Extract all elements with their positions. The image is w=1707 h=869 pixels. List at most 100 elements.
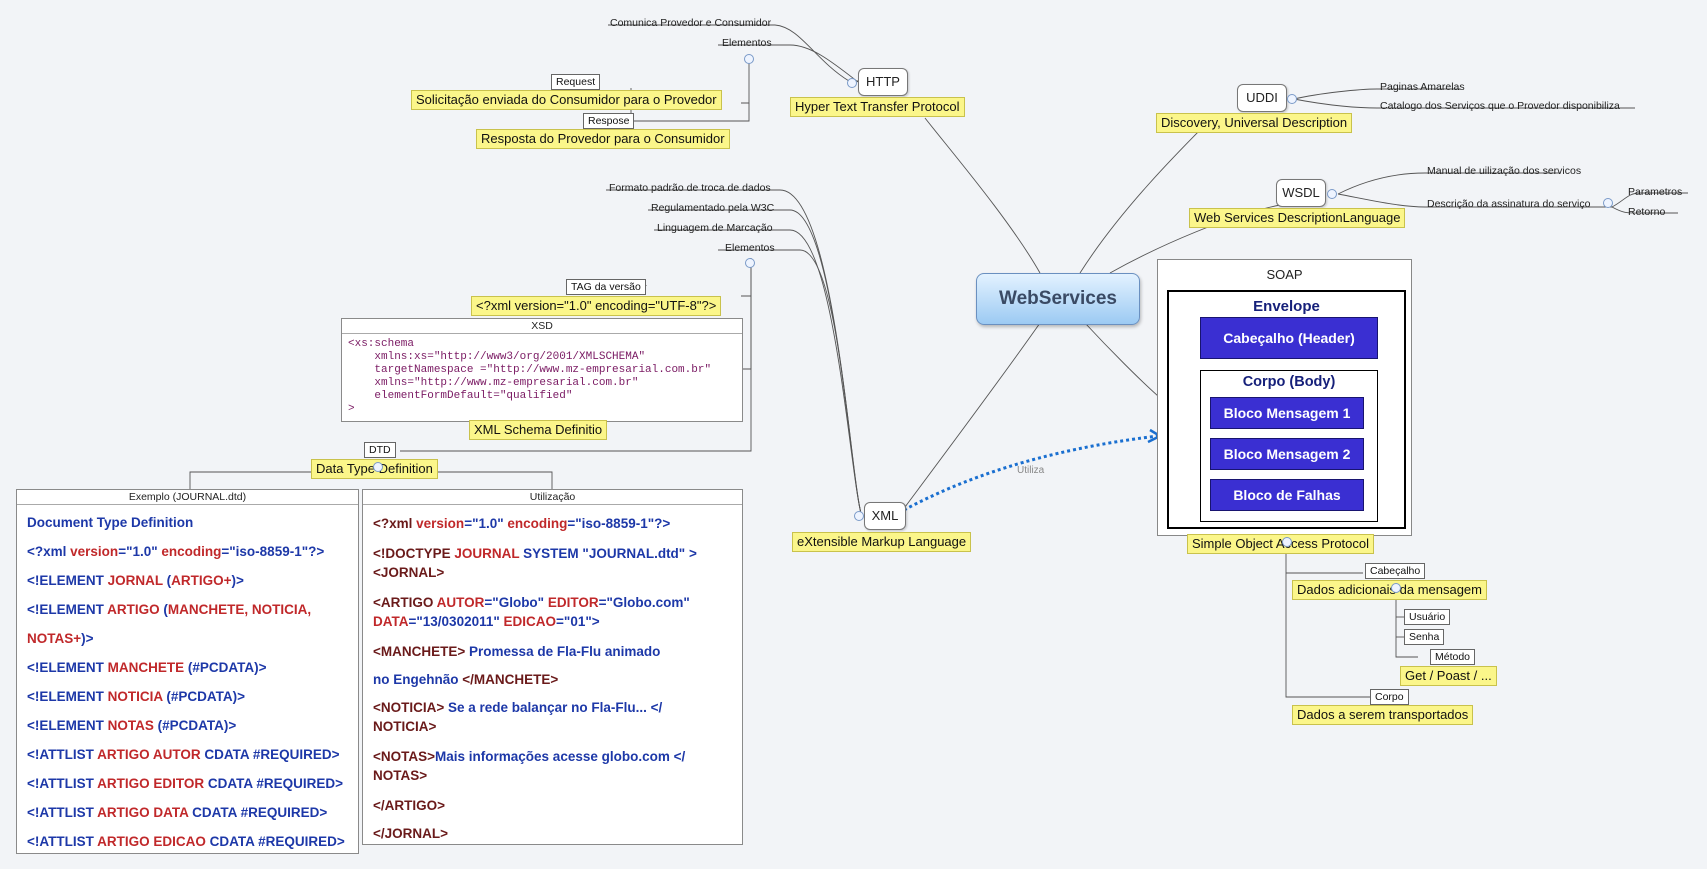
code-token: ="13/0302011" (408, 614, 504, 629)
xml-item-formato: Formato padrão de troca de dados (609, 182, 771, 194)
xsd-code-line: targetNamespace ="http://www.mz-empresar… (348, 364, 712, 376)
dtd-usage-panel: Utilização <?xml version="1.0" encoding=… (362, 489, 743, 845)
code-token: MANCHETE, NOTICIA, (167, 602, 312, 617)
code-token: </MANCHETE> (462, 672, 559, 687)
root-node-webservices[interactable]: WebServices (976, 273, 1140, 325)
code-token: ="iso-8859-1"?> (221, 544, 325, 559)
code-token: <!ATTLIST (27, 747, 98, 762)
code-token: CDATA #REQUIRED> (209, 834, 345, 849)
collapse-icon[interactable] (744, 54, 754, 64)
xsd-title: XSD (342, 319, 742, 334)
xml-item-elementos: Elementos (725, 242, 775, 254)
collapse-icon[interactable] (745, 258, 755, 268)
tag-request: Request (551, 74, 601, 90)
code-line: <!ELEMENT ARTIGO (MANCHETE, NOTICIA, (27, 601, 311, 619)
code-token: ="1.0" (118, 544, 162, 559)
code-token: NOTAS+ (27, 631, 82, 646)
label-request: Solicitação enviada do Consumidor para o… (411, 90, 722, 110)
code-token: )> (231, 573, 244, 588)
dtd-example-title: Exemplo (JOURNAL.dtd) (17, 490, 358, 505)
uddi-item-catalogo: Catalogo dos Serviços que o Provedor dis… (1380, 100, 1620, 112)
code-token: ARTIGO AUTOR (97, 747, 205, 762)
label-tag-versao: <?xml version="1.0" encoding="UTF-8"?> (471, 296, 722, 316)
code-line: <!ATTLIST ARTIGO AUTOR CDATA #REQUIRED> (27, 746, 340, 764)
code-token: </JORNAL> (373, 826, 449, 841)
utiliza-arrow (903, 434, 1159, 512)
collapse-icon[interactable] (1327, 189, 1337, 199)
code-token: version (70, 544, 119, 559)
code-line: <!ELEMENT JORNAL (ARTIGO+)> (27, 572, 244, 590)
code-line: </JORNAL> (373, 824, 448, 843)
code-token: NOTAS (107, 718, 158, 733)
code-line: </ARTIGO> (373, 796, 445, 815)
xsd-panel: XSD <xs:schema xmlns:xs="http://www3/org… (341, 318, 743, 422)
soap-body-box: Corpo (Body) Bloco Mensagem 1 Bloco Mens… (1200, 370, 1378, 522)
code-line: NOTICIA> (373, 717, 436, 736)
xml-item-w3c: Regulamentado pela W3C (651, 202, 775, 214)
code-token: <!ELEMENT (27, 573, 108, 588)
code-token: <!ATTLIST (27, 805, 98, 820)
http-item-comunica: Comunica Provedor e Consumidor (610, 17, 772, 29)
label-cabecalho: Dados adicionais da mensagem (1292, 580, 1487, 600)
code-token: <!ATTLIST (27, 776, 98, 791)
code-token: SYSTEM "JOURNAL.dtd" > (523, 546, 697, 561)
node-http[interactable]: HTTP (858, 68, 908, 96)
collapse-icon[interactable] (1287, 94, 1297, 104)
wsdl-item-assinatura: Descrição da assinatura do serviço (1427, 198, 1591, 210)
code-line: <MANCHETE> Promessa de Fla-Flu animado (373, 642, 660, 661)
code-line: <!ATTLIST ARTIGO EDICAO CDATA #REQUIRED> (27, 833, 345, 851)
label-metodo: Get / Poast / ... (1400, 666, 1497, 686)
code-token: ( (163, 602, 168, 617)
node-wsdl[interactable]: WSDL (1276, 179, 1326, 207)
soap-block-faults: Bloco de Falhas (1210, 479, 1364, 511)
node-xml[interactable]: XML (864, 502, 906, 530)
label-response: Resposta do Provedor para o Consumidor (476, 129, 730, 149)
code-line: <!ELEMENT NOTAS (#PCDATA)> (27, 717, 236, 735)
label-corpo: Dados a serem transportados (1292, 705, 1474, 725)
code-token: ARTIGO EDICAO (97, 834, 210, 849)
code-token: ARTIGO DATA (97, 805, 193, 820)
collapse-icon[interactable] (373, 462, 383, 472)
soap-block-1: Bloco Mensagem 1 (1210, 397, 1364, 429)
code-line: NOTAS> (373, 766, 427, 785)
xsd-code-line: xmlns:xs="http://www3/org/2001/XMLSCHEMA… (348, 351, 646, 363)
soap-block-2: Bloco Mensagem 2 (1210, 438, 1364, 470)
code-line: <!ELEMENT NOTICIA (#PCDATA)> (27, 688, 245, 706)
code-token: <NOTAS> (373, 749, 436, 764)
node-uddi[interactable]: UDDI (1237, 84, 1287, 112)
code-line: <JORNAL> (373, 563, 444, 582)
code-token: <ARTIGO (373, 595, 437, 610)
collapse-icon[interactable] (847, 78, 857, 88)
code-token: EDITOR (547, 595, 599, 610)
code-token: ARTIGO+ (171, 573, 232, 588)
http-item-elementos: Elementos (722, 37, 772, 49)
code-token: NOTICIA (107, 689, 167, 704)
tag-corpo: Corpo (1370, 689, 1409, 705)
code-token: <!ATTLIST (27, 834, 98, 849)
code-line: <?xml version="1.0" encoding="iso-8859-1… (373, 514, 670, 533)
tag-senha: Senha (1404, 629, 1445, 645)
code-token: ARTIGO EDITOR (97, 776, 208, 791)
wsdl-sub-parametros: Parametros (1628, 186, 1683, 198)
dtd-usage-title: Utilização (363, 490, 742, 505)
collapse-icon[interactable] (1282, 537, 1292, 547)
collapse-icon[interactable] (1603, 198, 1613, 208)
code-token: JOURNAL (454, 546, 524, 561)
soap-title: SOAP (1266, 267, 1303, 282)
code-token: <?xml (27, 544, 71, 559)
code-token: ="iso-8859-1"?> (567, 516, 671, 531)
collapse-icon[interactable] (1391, 583, 1401, 593)
tag-metodo: Método (1430, 649, 1476, 665)
code-token: NOTAS> (373, 768, 428, 783)
label-http: Hyper Text Transfer Protocol (790, 97, 965, 117)
label-xml: eXtensible Markup Language (792, 532, 972, 552)
code-line: Document Type Definition (27, 514, 193, 532)
collapse-icon[interactable] (854, 511, 864, 521)
code-token: </ARTIGO> (373, 798, 446, 813)
code-token: (#PCDATA)> (187, 660, 267, 675)
code-token: <MANCHETE> (373, 644, 470, 659)
dtd-example-panel: Exemplo (JOURNAL.dtd) Document Type Defi… (16, 489, 359, 854)
code-token: Mais informações acesse globo.com </ (435, 749, 686, 764)
wsdl-item-manual: Manual de uilização dos servicos (1427, 165, 1582, 177)
code-token: ="Globo.com" (598, 595, 690, 610)
